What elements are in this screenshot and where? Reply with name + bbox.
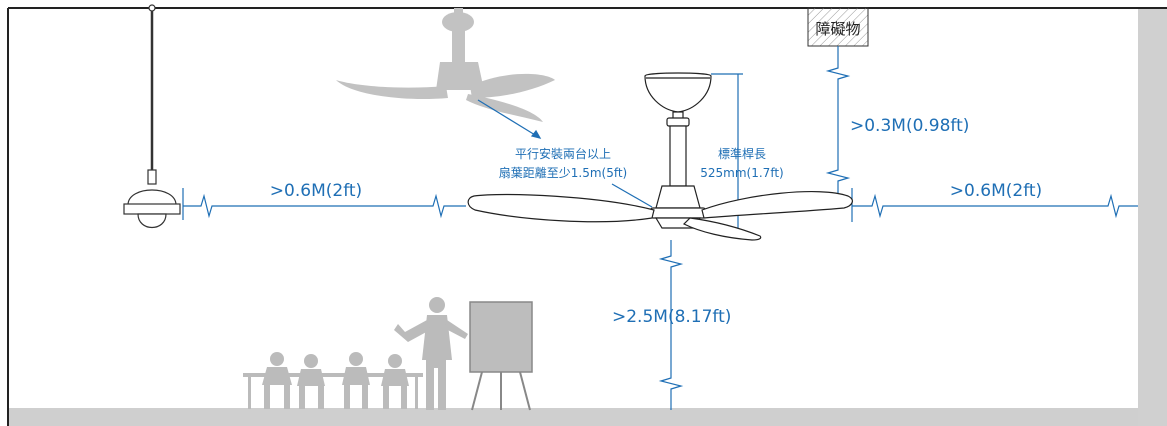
dim-floor: [658, 240, 684, 410]
parallel-fan-silhouette: [336, 8, 555, 122]
fan-blade-right: [701, 190, 853, 219]
fan-canopy: [644, 72, 712, 113]
classroom-silhouettes: [243, 297, 533, 411]
teacher: [394, 297, 468, 410]
dimension-lines: [182, 46, 1138, 410]
label-clear-floor: >2.5M(8.17ft): [612, 307, 731, 327]
label-clear-left: >0.6M(2ft): [270, 181, 362, 201]
dimension-labels: >0.6M(2ft) >0.6M(2ft) >0.3M(0.98ft) >2.5…: [270, 116, 1042, 327]
pendant-lamp: [123, 4, 181, 229]
right-wall: [1138, 8, 1167, 426]
fan-blade-front: [682, 217, 762, 241]
room-frame: [7, 7, 1167, 426]
fan-blade-left: [467, 193, 655, 223]
leader-line-lower: [611, 183, 653, 208]
fan-downrod: [669, 125, 687, 187]
floor: [8, 408, 1138, 426]
label-clear-right: >0.6M(2ft): [950, 181, 1042, 201]
obstacle-label: 障礙物: [815, 20, 860, 38]
dim-right: [852, 193, 1138, 219]
label-clear-above: >0.3M(0.98ft): [850, 116, 969, 136]
label-rod-line2: 525mm(1.7ft): [700, 166, 783, 180]
leader-arrowhead: [530, 129, 542, 139]
dim-above: [825, 46, 851, 196]
label-parallel-line2: 扇葉距離至少1.5m(5ft): [499, 165, 628, 180]
ceiling-fan: [467, 72, 853, 241]
label-rod-line1: 標準桿長: [718, 146, 766, 161]
label-parallel-line1: 平行安裝兩台以上: [515, 146, 611, 161]
dim-left: [183, 193, 466, 219]
flip-chart: [469, 301, 533, 373]
fan-motor: [655, 185, 701, 209]
obstacle-box: 障礙物: [807, 7, 869, 47]
students: [243, 352, 423, 409]
leader-line: [477, 99, 541, 139]
